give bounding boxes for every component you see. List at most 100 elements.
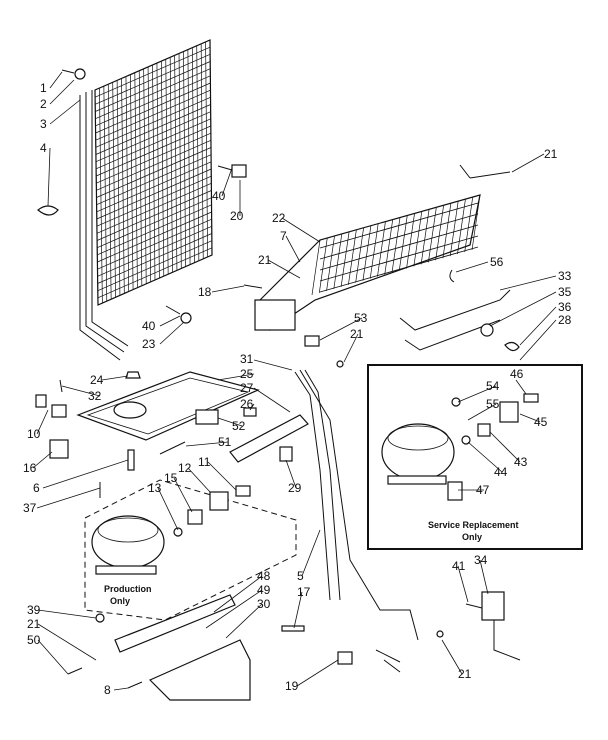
condenser-tube-pass bbox=[94, 46, 211, 98]
evaporator-fin bbox=[369, 223, 379, 279]
callout-34: 34 bbox=[474, 553, 488, 567]
leader-line bbox=[225, 603, 263, 639]
service-compressor-base bbox=[387, 475, 447, 485]
evaporator-fin bbox=[384, 219, 394, 275]
screw bbox=[165, 305, 181, 315]
leader-line bbox=[515, 379, 527, 395]
callout-54: 54 bbox=[486, 379, 500, 393]
clip bbox=[51, 404, 67, 418]
callout-29: 29 bbox=[288, 481, 302, 495]
service-box-outline bbox=[367, 364, 583, 550]
leader-line bbox=[285, 459, 297, 489]
drain-pan-body bbox=[76, 371, 260, 441]
callout-35: 35 bbox=[558, 285, 572, 299]
leader-line bbox=[61, 385, 101, 397]
callout-19: 19 bbox=[285, 679, 299, 693]
callout-21: 21 bbox=[258, 253, 272, 267]
service-compressor-top bbox=[387, 425, 449, 451]
callout-50: 50 bbox=[27, 633, 41, 647]
callout-44: 44 bbox=[494, 465, 508, 479]
condenser-tube-pass bbox=[95, 104, 211, 155]
callout-12: 12 bbox=[178, 461, 192, 475]
callout-53: 53 bbox=[354, 311, 368, 325]
leader-line bbox=[211, 285, 245, 293]
condenser-tube-pass bbox=[97, 226, 212, 277]
compressor-top bbox=[97, 517, 159, 543]
leader-line bbox=[37, 623, 97, 661]
production-note-line1: Production bbox=[104, 584, 152, 594]
grommet bbox=[95, 613, 105, 623]
leader-line bbox=[159, 321, 185, 345]
leader-line bbox=[285, 235, 301, 263]
connector bbox=[337, 651, 353, 665]
drain-pan bbox=[76, 371, 260, 441]
drain-tube bbox=[399, 289, 511, 351]
evaporator-fin bbox=[391, 217, 401, 273]
callout-30: 30 bbox=[257, 597, 271, 611]
capacitor bbox=[481, 591, 505, 621]
leader-line bbox=[221, 167, 233, 197]
capacitor bbox=[447, 481, 463, 501]
screw bbox=[469, 171, 511, 179]
callout-21: 21 bbox=[27, 617, 41, 631]
production-note-line2: Only bbox=[110, 596, 130, 606]
callout-56: 56 bbox=[490, 255, 504, 269]
callout-31: 31 bbox=[240, 352, 254, 366]
callout-18: 18 bbox=[198, 285, 212, 299]
evaporator-fin bbox=[413, 211, 423, 267]
leader-line bbox=[249, 403, 255, 411]
leader-line bbox=[49, 99, 81, 125]
capacitor-leads bbox=[465, 603, 521, 661]
evaporator-fin bbox=[457, 199, 466, 255]
condenser-tube-pass bbox=[96, 183, 212, 234]
callout-17: 17 bbox=[297, 585, 311, 599]
leader-line bbox=[281, 217, 321, 243]
leader-line bbox=[47, 147, 51, 207]
screw bbox=[436, 630, 444, 638]
evaporator-fin bbox=[318, 237, 328, 294]
leader-line bbox=[185, 441, 229, 447]
leader-line bbox=[455, 261, 489, 273]
callout-4: 4 bbox=[40, 141, 47, 155]
callout-1: 1 bbox=[40, 81, 47, 95]
evaporator-fins bbox=[311, 194, 481, 296]
leader-line bbox=[519, 306, 557, 346]
leader-line bbox=[499, 275, 557, 291]
clip bbox=[235, 485, 251, 497]
service-compressor bbox=[381, 423, 455, 481]
clip bbox=[279, 446, 293, 462]
evaporator-fin bbox=[326, 235, 335, 291]
leader-line bbox=[319, 317, 363, 341]
dryer bbox=[229, 414, 309, 463]
leader-line bbox=[207, 461, 237, 491]
callout-40: 40 bbox=[212, 189, 226, 203]
callout-5: 5 bbox=[297, 569, 304, 583]
condenser-tube-pass bbox=[95, 97, 211, 148]
evaporator-fin bbox=[449, 201, 459, 257]
service-replacement-box: Service Replacement Only bbox=[367, 364, 583, 550]
callout-37: 37 bbox=[23, 501, 37, 515]
callout-43: 43 bbox=[514, 455, 528, 469]
evaporator-fin bbox=[333, 233, 343, 289]
evaporator-bracket bbox=[254, 299, 296, 331]
callout-45: 45 bbox=[534, 415, 548, 429]
condenser-tube-pass bbox=[95, 61, 211, 112]
relay bbox=[195, 409, 219, 425]
connector bbox=[243, 407, 257, 417]
grommet bbox=[480, 323, 494, 337]
condenser-tube-pass bbox=[95, 54, 211, 105]
callout-28: 28 bbox=[558, 313, 572, 327]
evaporator-coil-pass bbox=[319, 235, 479, 282]
callout-51: 51 bbox=[218, 435, 232, 449]
evaporator-fin bbox=[340, 231, 350, 287]
leader-line bbox=[187, 467, 211, 493]
screw bbox=[243, 284, 263, 289]
condenser-tube-pass bbox=[95, 75, 211, 127]
leader-line bbox=[457, 565, 469, 603]
evaporator-fin bbox=[362, 225, 372, 281]
callout-39: 39 bbox=[27, 603, 41, 617]
leader-line bbox=[489, 431, 521, 463]
evaporator-coil-pass bbox=[319, 213, 479, 260]
leader-line bbox=[467, 441, 503, 473]
